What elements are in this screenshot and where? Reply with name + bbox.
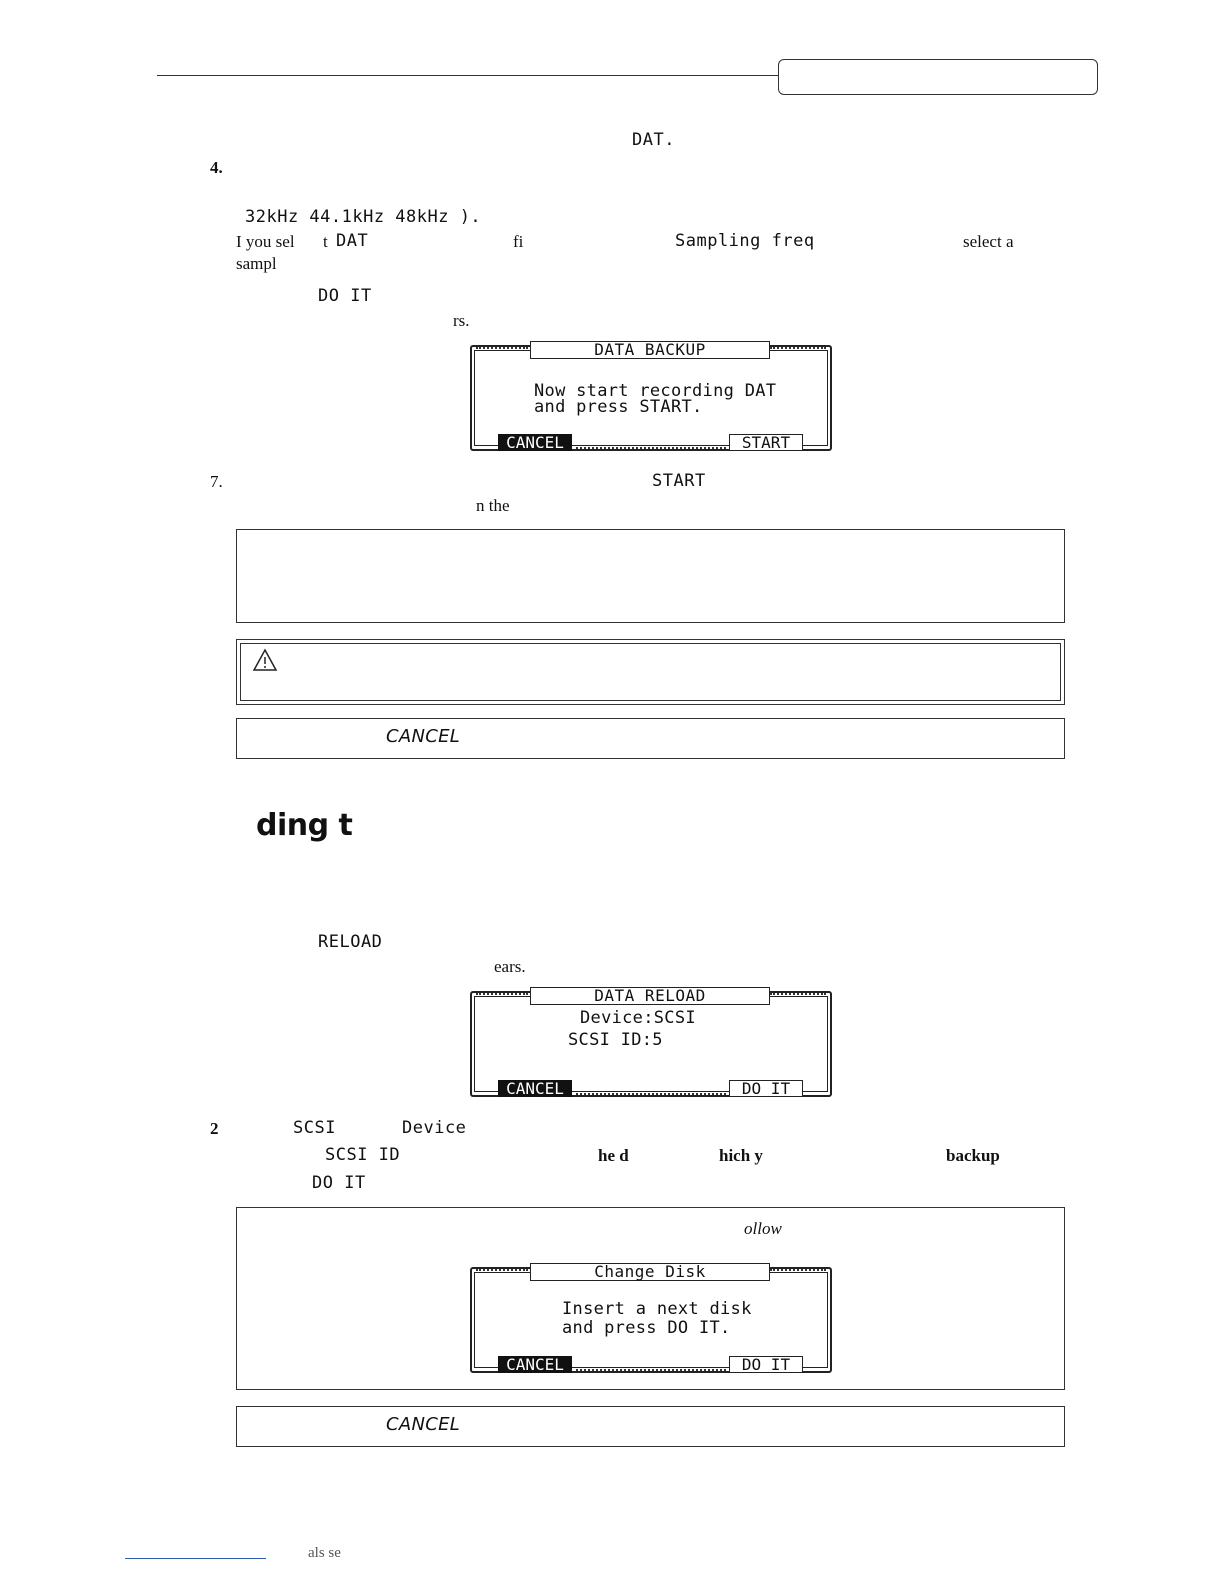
lcd-data-reload: DATA RELOAD Device:SCSI SCSI ID:5 CANCEL…: [470, 987, 832, 1097]
step3-scsi-id: SCSI ID: [325, 1145, 401, 1165]
lcd-line-1: Insert a next disk: [562, 1299, 752, 1319]
cancel-tip-text: CANCEL: [386, 1414, 461, 1435]
step1-reload: RELOAD: [318, 932, 383, 952]
lcd-line-1: Now start recording DAT: [534, 381, 777, 401]
lcd-dots: [770, 347, 826, 351]
step7-number: 7.: [210, 472, 223, 491]
lcd-line-2: and press START.: [534, 397, 703, 417]
lcd-dots: [770, 993, 826, 997]
lcd-cancel-button[interactable]: CANCEL: [498, 1080, 572, 1097]
section-heading: ding t: [256, 808, 353, 843]
cancel-tip-box-2: CANCEL: [236, 1406, 1065, 1447]
lcd-cancel-button[interactable]: CANCEL: [498, 1356, 572, 1373]
step4-number: 4.: [210, 158, 223, 177]
note-text-b: t: [323, 232, 328, 251]
cancel-tip-box: CANCEL: [236, 718, 1065, 759]
step5-do-it: DO IT: [318, 286, 372, 306]
warning-icon: [252, 648, 278, 671]
step7-start: START: [652, 471, 706, 491]
lcd-dots: [576, 1369, 726, 1373]
lcd-change-disk: Change Disk Insert a next disk and press…: [470, 1263, 832, 1373]
step7-tail: n the: [476, 496, 510, 515]
step3-fragment-1: he d: [598, 1146, 629, 1165]
step6-tail: rs.: [453, 311, 470, 330]
change-disk-box: ollow Change Disk Insert a next disk and…: [236, 1207, 1065, 1390]
step3-fragment-3: backup: [946, 1146, 1000, 1165]
note-text-c: fi: [513, 232, 524, 251]
header-rule: [157, 75, 779, 76]
note-sampling-param: Sampling freq: [675, 231, 815, 251]
note-text-a: I you sel: [236, 232, 295, 251]
lcd-dots: [476, 1269, 528, 1273]
warning-box: [236, 639, 1065, 705]
lcd-start-button[interactable]: START: [729, 434, 803, 451]
note-dat-value: DAT: [336, 231, 369, 251]
step2-scsi: SCSI: [293, 1118, 336, 1138]
step4-do-it: DO IT: [312, 1173, 366, 1193]
step1-tail: ears.: [494, 957, 526, 976]
step2-device: Device: [402, 1118, 467, 1138]
box-italic-text: ollow: [744, 1219, 782, 1238]
step2-number: 2: [210, 1119, 219, 1138]
step3-value: DAT.: [632, 130, 675, 150]
lcd-line-2: SCSI ID:5: [568, 1030, 663, 1050]
freq-options: 32kHz 44.1kHz 48kHz ).: [245, 207, 482, 227]
cancel-tip-text: CANCEL: [386, 726, 461, 747]
lcd-title: Change Disk: [530, 1263, 770, 1281]
warning-inner-frame: [240, 643, 1061, 701]
footer-link-underline[interactable]: [125, 1558, 266, 1559]
lcd-line-2: and press DO IT.: [562, 1318, 731, 1338]
lcd-do-it-button[interactable]: DO IT: [729, 1356, 803, 1373]
step3-fragment-2: hich y: [719, 1146, 763, 1165]
footer-text: als se: [308, 1545, 341, 1561]
lcd-cancel-button[interactable]: CANCEL: [498, 434, 572, 451]
note-text-line2: sampl: [236, 254, 277, 273]
note-box: [236, 529, 1065, 623]
lcd-title: DATA BACKUP: [530, 341, 770, 359]
lcd-dots: [476, 993, 528, 997]
note-text-d: select a: [963, 232, 1014, 251]
lcd-do-it-button[interactable]: DO IT: [729, 1080, 803, 1097]
lcd-data-backup: DATA BACKUP Now start recording DAT and …: [470, 341, 832, 451]
lcd-line-1: Device:SCSI: [580, 1008, 696, 1028]
lcd-dots: [770, 1269, 826, 1273]
lcd-dots: [576, 447, 726, 451]
lcd-dots: [576, 1093, 726, 1097]
header-tab-box: [778, 59, 1098, 95]
lcd-title: DATA RELOAD: [530, 987, 770, 1005]
lcd-dots: [476, 347, 528, 351]
